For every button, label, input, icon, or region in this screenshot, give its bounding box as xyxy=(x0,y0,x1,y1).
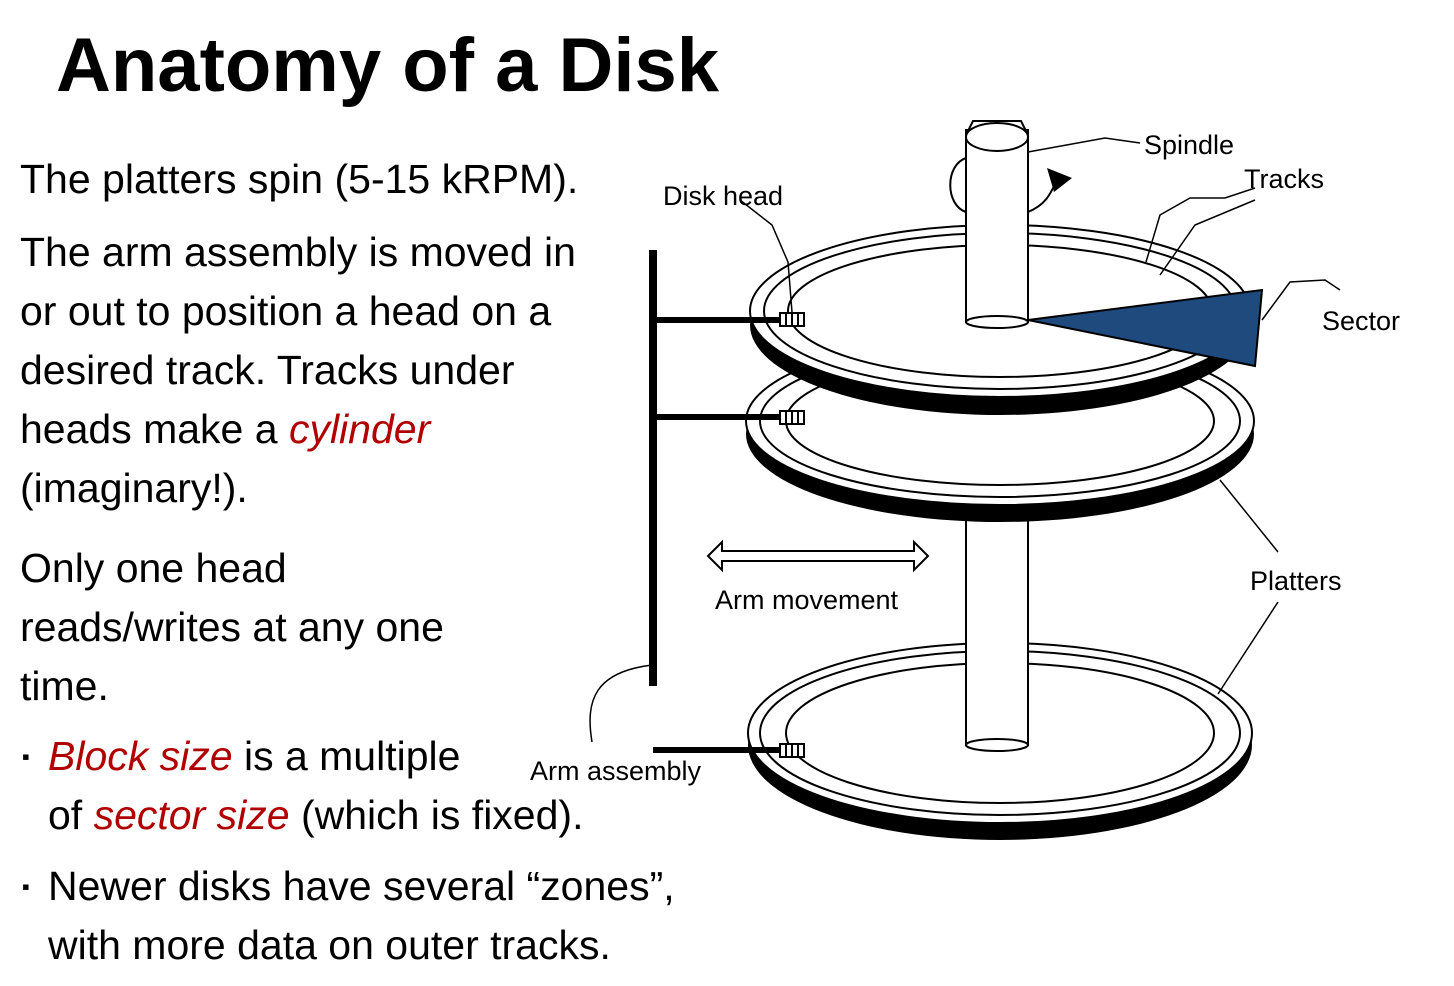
arm-assembly-leader-line xyxy=(589,664,653,743)
disk-head-leader-line xyxy=(739,199,793,313)
rotation-arrow-icon xyxy=(949,157,1072,213)
arm-movement-label: Arm movement xyxy=(715,585,899,615)
block-size-term: Block size xyxy=(48,733,233,779)
sector-label: Sector xyxy=(1322,306,1400,336)
sector-wedge xyxy=(1027,288,1264,368)
bullet-1-of: of xyxy=(48,792,94,838)
platters-leader-line-2 xyxy=(1217,601,1279,695)
upper-spindle xyxy=(965,120,1029,329)
arm-movement-arrow-icon xyxy=(706,539,930,573)
bullet-1-post: (which is fixed). xyxy=(289,792,584,838)
platters-label: Platters xyxy=(1250,566,1342,596)
arm-assembly-line-4: heads make a cylinder xyxy=(20,400,430,459)
bullet-1-line-2: of sector size (which is fixed). xyxy=(48,786,583,845)
arm-assembly-line-1: The arm assembly is moved in xyxy=(20,229,576,275)
one-head-line-2: reads/writes at any one xyxy=(20,604,444,650)
arm-assembly xyxy=(649,250,805,758)
bullet-2-line-2: with more data on outer tracks. xyxy=(48,922,611,968)
spindle-label: Spindle xyxy=(1144,130,1234,160)
bullet-2-line-1: Newer disks have several “zones”, xyxy=(48,863,675,909)
bullet-marker-2: ▪ xyxy=(22,874,30,899)
platters-spin-text: The platters spin (5-15 kRPM). xyxy=(20,156,579,202)
disk-head-label: Disk head xyxy=(663,181,783,211)
lower-spindle-shaft xyxy=(965,504,1029,752)
tracks-leader-line-2 xyxy=(1159,199,1256,276)
tracks-leader-line-1 xyxy=(1145,187,1256,263)
bullet-1-line-1: Block size is a multiple xyxy=(48,727,460,786)
arm-assembly-label: Arm assembly xyxy=(530,756,702,786)
sector-leader-line xyxy=(1261,279,1341,321)
cylinder-prefix: heads make a xyxy=(20,406,289,452)
platters-leader-line-1 xyxy=(1219,479,1279,553)
sector-size-term: sector size xyxy=(93,792,290,838)
one-head-line-3: time. xyxy=(20,663,109,709)
cylinder-term: cylinder xyxy=(288,406,431,452)
arm-assembly-line-3: desired track. Tracks under xyxy=(20,347,515,393)
bullet-1-mid: is a multiple xyxy=(232,733,461,779)
one-head-line-1: Only one head xyxy=(20,545,287,591)
bullet-marker-1: ▪ xyxy=(22,744,30,769)
spindle-leader-line xyxy=(1027,137,1141,153)
arm-assembly-line-5: (imaginary!). xyxy=(20,465,248,511)
arm-assembly-line-2: or out to position a head on a xyxy=(20,288,552,334)
tracks-label: Tracks xyxy=(1244,164,1324,194)
slide-title: Anatomy of a Disk xyxy=(56,23,720,108)
